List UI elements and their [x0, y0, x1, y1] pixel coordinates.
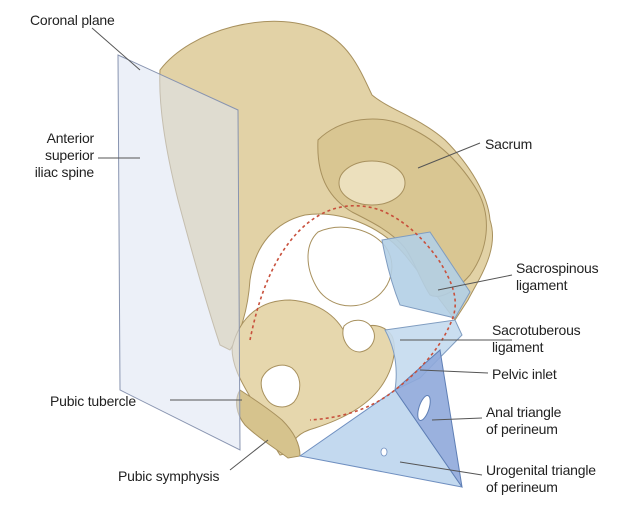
sacral-promontory — [339, 161, 405, 205]
coronal-plane — [118, 55, 240, 450]
greater-sciatic-foramen — [308, 227, 392, 306]
label-pubic-tubercle: Pubic tubercle — [50, 393, 136, 410]
label-coronal-plane: Coronal plane — [30, 12, 115, 29]
label-sacrum: Sacrum — [485, 136, 532, 153]
label-pubic-symphysis: Pubic symphysis — [118, 468, 219, 485]
label-sacrospinous-ligament: Sacrospinous ligament — [516, 260, 598, 294]
label-anal-triangle: Anal triangle of perineum — [486, 404, 561, 438]
label-urogenital-triangle: Urogenital triangle of perineum — [486, 462, 596, 496]
label-anterior-superior-iliac-spine: Anterior superior iliac spine — [30, 130, 94, 181]
urogenital-opening — [381, 448, 387, 456]
label-sacrotuberous-ligament: Sacrotuberous ligament — [492, 322, 580, 356]
label-pelvic-inlet: Pelvic inlet — [492, 366, 557, 383]
